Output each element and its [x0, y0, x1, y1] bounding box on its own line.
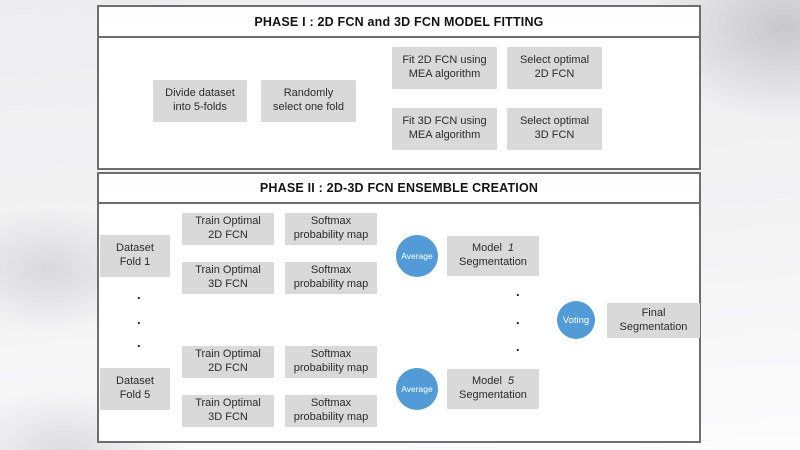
- node-model1-segmentation: Model 1 Segmentation: [447, 236, 539, 276]
- vertical-ellipsis-models: .: [516, 312, 520, 327]
- node-softmax-map-2d-1: Softmax probability map: [285, 213, 377, 245]
- phase1-title: PHASE I : 2D FCN and 3D FCN MODEL FITTIN…: [99, 7, 699, 38]
- node-train-optimal-2d-fcn-1: Train Optimal 2D FCN: [182, 213, 274, 245]
- node-fit-2d-fcn: Fit 2D FCN using MEA algorithm: [392, 47, 497, 89]
- model1-line2: Segmentation: [459, 256, 527, 268]
- node-train-optimal-3d-fcn-1: Train Optimal 3D FCN: [182, 262, 274, 294]
- node-select-optimal-2d-fcn: Select optimal 2D FCN: [507, 47, 602, 89]
- node-train-optimal-2d-fcn-5: Train Optimal 2D FCN: [182, 346, 274, 378]
- model5-word: Model: [471, 375, 502, 388]
- node-select-optimal-3d-fcn: Select optimal 3D FCN: [507, 108, 602, 150]
- node-softmax-map-3d-1: Softmax probability map: [285, 262, 377, 294]
- vertical-ellipsis-folds: .: [137, 312, 141, 327]
- model5-line2: Segmentation: [459, 389, 527, 401]
- node-voting-circle: Voting: [557, 301, 595, 339]
- model5-line1: Model 5: [472, 375, 514, 389]
- model5-number: 5: [507, 375, 515, 388]
- node-randomly-select-fold: Randomly select one fold: [261, 80, 356, 122]
- vertical-ellipsis-models: .: [516, 339, 520, 354]
- node-fit-3d-fcn: Fit 3D FCN using MEA algorithm: [392, 108, 497, 150]
- vertical-ellipsis-folds: .: [137, 335, 141, 350]
- node-softmax-map-2d-5: Softmax probability map: [285, 346, 377, 378]
- node-dataset-fold1: Dataset Fold 1: [100, 235, 170, 277]
- node-train-optimal-3d-fcn-5: Train Optimal 3D FCN: [182, 395, 274, 427]
- vertical-ellipsis-models: .: [516, 284, 520, 299]
- model1-line1: Model 1: [472, 242, 514, 256]
- node-softmax-map-3d-5: Softmax probability map: [285, 395, 377, 427]
- model1-number: 1: [507, 242, 515, 255]
- node-average-circle-5: Average: [396, 368, 438, 410]
- node-divide-dataset: Divide dataset into 5-folds: [153, 80, 247, 122]
- node-dataset-fold5: Dataset Fold 5: [100, 368, 170, 410]
- node-average-circle-1: Average: [396, 235, 438, 277]
- node-final-segmentation: Final Segmentation: [607, 303, 700, 338]
- phase2-title: PHASE II : 2D-3D FCN ENSEMBLE CREATION: [99, 174, 699, 204]
- node-model5-segmentation: Model 5 Segmentation: [447, 369, 539, 409]
- model1-word: Model: [471, 242, 502, 255]
- vertical-ellipsis-folds: .: [137, 287, 141, 302]
